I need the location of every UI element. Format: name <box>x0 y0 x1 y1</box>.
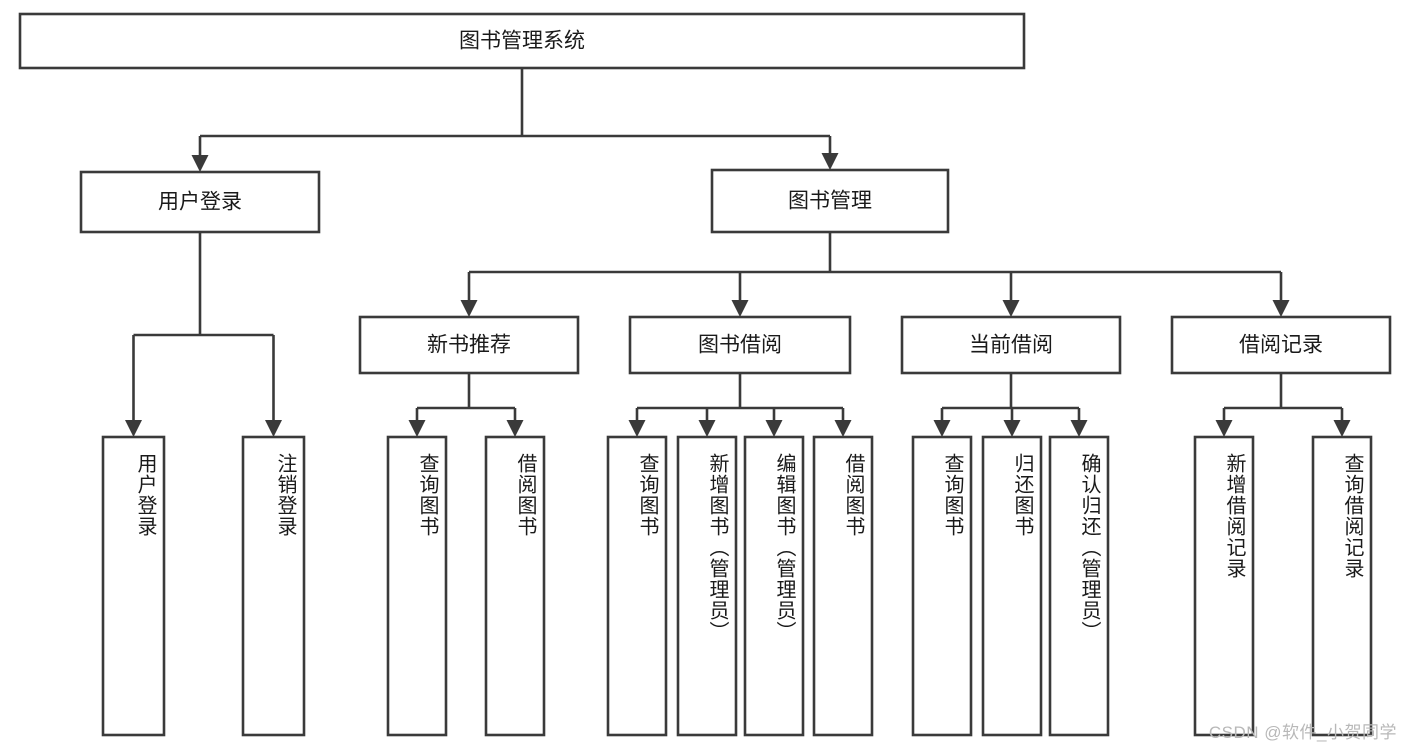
node-box-user-login[interactable] <box>79 170 321 234</box>
arrow-head-grp-0-0 <box>408 420 426 437</box>
node-box-br-query-record[interactable] <box>1311 435 1373 737</box>
node-bb-add-book[interactable] <box>676 435 738 737</box>
node-box-user-logout[interactable] <box>241 435 306 737</box>
node-current-borrow[interactable]: 当前借阅 <box>900 315 1122 375</box>
node-nbr-borrow-book[interactable] <box>484 435 546 737</box>
node-box-user-login-do[interactable] <box>101 435 166 737</box>
csdn-watermark: CSDN @软件_小贺同学 <box>1208 723 1397 742</box>
arrow-head-grp-1-2 <box>765 420 783 437</box>
arrow-head-book-management-0 <box>460 300 478 317</box>
node-label-current-borrow: 当前借阅 <box>969 334 1053 357</box>
arrow-head-root-1 <box>821 153 839 170</box>
node-br-query-record[interactable] <box>1311 435 1373 737</box>
node-box-bb-add-book[interactable] <box>676 435 738 737</box>
node-box-nbr-borrow-book[interactable] <box>484 435 546 737</box>
arrow-head-grp-3-1 <box>1333 420 1351 437</box>
node-book-borrow[interactable]: 图书借阅 <box>628 315 852 375</box>
node-label-book-management: 图书管理 <box>788 190 872 213</box>
node-bb-borrow-book[interactable] <box>812 435 874 737</box>
node-label-user-login: 用户登录 <box>158 191 242 214</box>
node-cb-return-book[interactable] <box>981 435 1043 737</box>
arrow-head-user-login-0 <box>125 420 142 437</box>
arrow-head-grp-2-0 <box>933 420 951 437</box>
arrow-head-book-management-3 <box>1272 300 1290 317</box>
node-book-management[interactable]: 图书管理 <box>710 168 950 234</box>
node-box-bb-edit-book[interactable] <box>743 435 805 737</box>
arrow-head-root-0 <box>191 155 209 172</box>
node-user-login[interactable]: 用户登录 <box>79 170 321 234</box>
node-nbr-query-book[interactable] <box>386 435 448 737</box>
arrow-head-grp-1-1 <box>698 420 716 437</box>
node-label-new-book-recommend: 新书推荐 <box>427 334 511 357</box>
node-root[interactable]: 图书管理系统 <box>18 12 1026 70</box>
node-box-cb-confirm-return[interactable] <box>1048 435 1110 737</box>
node-box-cb-return-book[interactable] <box>981 435 1043 737</box>
node-new-book-recommend[interactable]: 新书推荐 <box>358 315 580 375</box>
arrow-head-grp-2-2 <box>1070 420 1088 437</box>
node-label-root: 图书管理系统 <box>459 30 585 53</box>
arrow-head-grp-0-1 <box>506 420 524 437</box>
arrow-head-grp-1-3 <box>834 420 852 437</box>
node-user-login-do[interactable] <box>101 435 166 737</box>
node-cb-query-book[interactable] <box>911 435 973 737</box>
arrow-head-book-management-1 <box>731 300 749 317</box>
node-label-borrow-record: 借阅记录 <box>1239 334 1323 357</box>
node-box-bb-query-book[interactable] <box>606 435 668 737</box>
arrow-head-book-management-2 <box>1002 300 1020 317</box>
node-br-add-record[interactable] <box>1193 435 1255 737</box>
node-bb-edit-book[interactable] <box>743 435 805 737</box>
node-box-root[interactable] <box>18 12 1026 70</box>
arrow-head-user-login-1 <box>265 420 282 437</box>
node-box-br-add-record[interactable] <box>1193 435 1255 737</box>
arrow-head-grp-2-1 <box>1003 420 1021 437</box>
node-borrow-record[interactable]: 借阅记录 <box>1170 315 1392 375</box>
arrow-head-grp-1-0 <box>628 420 646 437</box>
node-user-logout[interactable] <box>241 435 306 737</box>
node-label-book-borrow: 图书借阅 <box>698 334 782 357</box>
node-box-bb-borrow-book[interactable] <box>812 435 874 737</box>
node-box-cb-query-book[interactable] <box>911 435 973 737</box>
node-bb-query-book[interactable] <box>606 435 668 737</box>
arrow-head-grp-3-0 <box>1215 420 1233 437</box>
node-box-nbr-query-book[interactable] <box>386 435 448 737</box>
node-cb-confirm-return[interactable] <box>1048 435 1110 737</box>
